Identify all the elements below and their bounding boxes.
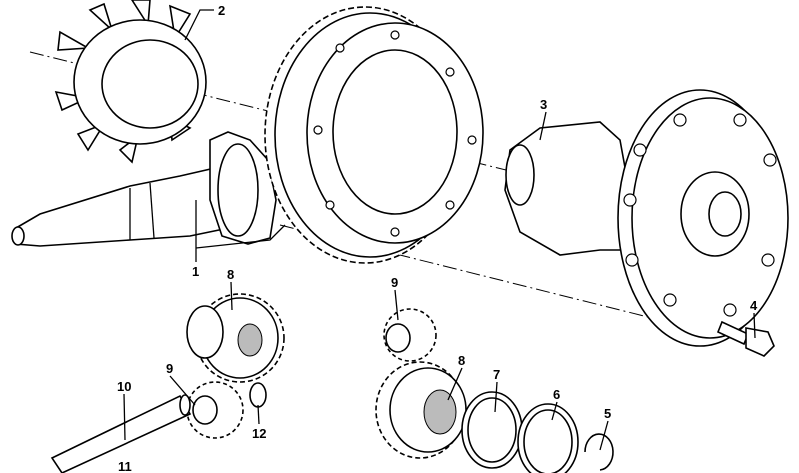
callout-10: 10 [117, 379, 131, 394]
callout-5: 5 [604, 406, 611, 421]
ring-gear[interactable] [264, 6, 484, 264]
pinion-gear-upper-part-9[interactable] [383, 308, 437, 362]
callout-7: 7 [493, 367, 500, 382]
washer-part-12[interactable] [249, 382, 267, 408]
callout-8-lower: 8 [458, 353, 465, 368]
lock-plate-part-2[interactable] [54, 0, 207, 164]
callout-1: 1 [192, 264, 199, 279]
circlip-part-5[interactable] [584, 433, 614, 471]
callout-12: 12 [252, 426, 266, 441]
leader-lines [123, 9, 756, 451]
pinion-gear-lower-part-9[interactable] [186, 381, 244, 439]
callouts: 2 3 1 8 9 4 9 10 8 7 6 5 12 11 [117, 3, 758, 473]
callout-2: 2 [218, 3, 225, 18]
differential-housing-part-3[interactable] [504, 89, 789, 347]
side-gear-upper-part-8[interactable] [186, 293, 285, 383]
cross-pin-part-10[interactable] [50, 394, 192, 473]
callout-4: 4 [750, 298, 758, 313]
callout-11: 11 [118, 459, 132, 473]
bolt-axis-line [279, 224, 681, 326]
callout-8-upper: 8 [227, 267, 234, 282]
pinion-shaft-part-1[interactable] [11, 131, 277, 247]
callout-3: 3 [540, 97, 547, 112]
callout-9-lower: 9 [166, 361, 173, 376]
shim-part-6[interactable] [517, 403, 579, 473]
thrust-washer-part-7[interactable] [461, 391, 523, 469]
bolt-part-4[interactable] [716, 320, 775, 357]
callout-6: 6 [553, 387, 560, 402]
side-gear-lower-part-8[interactable] [375, 361, 467, 459]
callout-9-upper: 9 [391, 275, 398, 290]
